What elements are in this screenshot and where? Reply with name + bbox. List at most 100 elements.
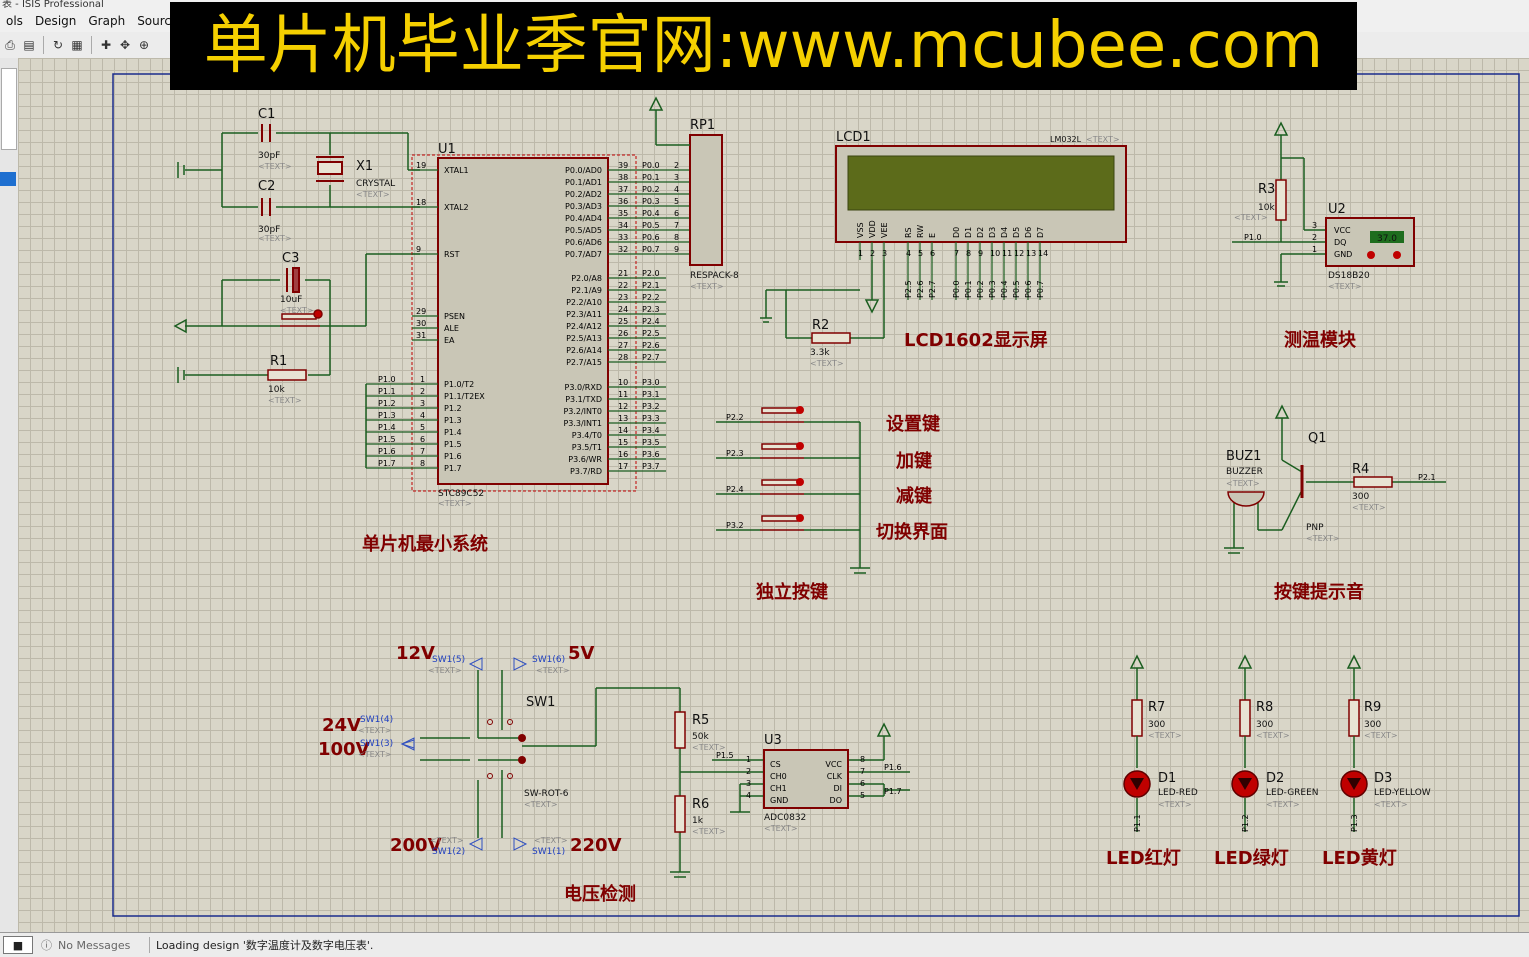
u1-p3-num-3: 13 [618, 414, 628, 423]
key-label-2: 加键 [895, 450, 932, 472]
u1-p0-7: P0.7/AD7 [565, 250, 602, 259]
rp1-value: RESPACK-8 [690, 271, 739, 281]
refresh-icon[interactable]: ↻ [52, 38, 64, 52]
u1-p0-num-5: 34 [618, 221, 628, 230]
toolbar-divider [43, 36, 44, 54]
r1-ref: R1 [270, 354, 287, 369]
resistor-r8[interactable] [1239, 699, 1251, 737]
rp1-ref: RP1 [690, 118, 715, 133]
print-icon[interactable]: ⎙ [5, 37, 15, 52]
u1-p2-2: P2.2/A10 [566, 298, 602, 307]
u1-chip[interactable] [437, 157, 609, 485]
resistor-r6[interactable] [674, 795, 686, 833]
resistor-r5[interactable] [674, 711, 686, 749]
net-p0-4: P0.4 [642, 209, 660, 218]
net-p3-7: P3.7 [642, 462, 660, 471]
u1-p1-3: P1.3 [444, 416, 462, 425]
lcd-pin-name-11: D5 [1012, 227, 1021, 238]
led-net-1: P1.2 [1241, 814, 1250, 832]
u1-p0-0: P0.0/AD0 [565, 166, 602, 175]
lcd-pin-num-2: 3 [882, 249, 887, 258]
adc0832[interactable] [763, 749, 849, 809]
ds18b20-pin-name-1: DQ [1334, 238, 1346, 247]
resistor-r7[interactable] [1131, 699, 1143, 737]
origin-icon[interactable]: ✚ [100, 38, 112, 52]
key-button-3[interactable] [760, 478, 804, 495]
ground-symbols [173, 162, 187, 383]
sw-label-4: SW1(2) [432, 847, 465, 857]
u1-value: STC89C52 [438, 489, 484, 499]
net-p2-7: P2.7 [642, 353, 660, 362]
u1-pin-name-left-5: EA [444, 336, 455, 345]
resistor-r9[interactable] [1348, 699, 1360, 737]
sw1-contacts[interactable] [487, 719, 527, 779]
overview-window[interactable] [1, 68, 17, 150]
text-placeholder-1: <TEXT> [258, 234, 292, 243]
menu-source[interactable]: Source [137, 14, 179, 28]
net-p3-0: P3.0 [642, 378, 660, 387]
u1-p2-num-6: 27 [618, 341, 628, 350]
stop-button[interactable]: ■ [3, 936, 33, 954]
lcd-pin-num-8: 9 [978, 249, 983, 258]
net-p0-5: P0.5 [642, 221, 660, 230]
u1-p3-num-2: 12 [618, 402, 628, 411]
text-placeholder-8: <TEXT> [692, 743, 726, 752]
text-placeholder-17: <TEXT> [524, 800, 558, 809]
grid-icon[interactable]: ▦ [71, 38, 83, 52]
u1-p3-7: P3.7/RD [570, 467, 602, 476]
text-placeholder-27: <TEXT> [358, 750, 392, 759]
lcd-pin-num-11: 12 [1014, 249, 1024, 258]
respack-rp1[interactable] [689, 134, 723, 266]
u1-p2-6: P2.6/A14 [566, 346, 602, 355]
u1-p2-num-7: 28 [618, 353, 628, 362]
lcd-pin-num-10: 11 [1002, 249, 1012, 258]
text-placeholder-29: <TEXT> [534, 836, 568, 845]
lcd-ctrl-net-0: P2.5 [904, 280, 913, 298]
menu-design[interactable]: Design [34, 14, 77, 28]
sw-label-1: SW1(6) [532, 655, 565, 665]
key-button-1[interactable] [760, 406, 804, 423]
text-placeholder-20: <TEXT> [1364, 731, 1398, 740]
temp-display [1370, 231, 1404, 243]
r4-value: 300 [1352, 492, 1369, 502]
key-button-4[interactable] [760, 514, 804, 531]
schematic-drawing: 37.0 [112, 73, 1520, 917]
lcd-section-title: LCD1602显示屏 [904, 330, 1048, 351]
text-placeholder-16: <TEXT> [1306, 534, 1340, 543]
pan-icon[interactable]: ✥ [119, 38, 131, 52]
c2-value: 30pF [258, 225, 280, 235]
lcd-pin-num-9: 10 [990, 249, 1000, 258]
adc-net-2: P1.7 [884, 787, 902, 796]
net-p0-0: P0.0 [642, 161, 660, 170]
resistor-r1[interactable] [267, 369, 307, 381]
resistor-r4[interactable] [1353, 476, 1393, 488]
key-button-2[interactable] [760, 442, 804, 459]
net-p0-3: P0.3 [642, 197, 660, 206]
text-placeholder-23: <TEXT> [1374, 800, 1408, 809]
text-placeholder-14: <TEXT> [1086, 135, 1120, 144]
reset-button[interactable] [280, 309, 323, 327]
resistor-r2[interactable] [811, 332, 851, 344]
cap-c2[interactable] [261, 198, 271, 216]
crystal-x1[interactable] [316, 156, 344, 182]
u1-p2-num-0: 21 [618, 269, 628, 278]
key-label-4: 切换界面 [876, 521, 948, 543]
cap-c3[interactable] [286, 267, 300, 293]
selected-mode-tab[interactable] [0, 172, 16, 186]
menu-graph[interactable]: Graph [88, 14, 126, 28]
u1-p3-num-0: 10 [618, 378, 628, 387]
page-icon[interactable]: ▤ [23, 38, 35, 52]
menu-tools[interactable]: ols [6, 14, 23, 28]
zoom-in-icon[interactable]: ⊕ [138, 38, 150, 52]
u1-p2-num-2: 23 [618, 293, 628, 302]
buzzer-buz1[interactable] [1227, 491, 1265, 507]
net-p1-5: P1.5 [378, 435, 396, 444]
resistor-r3[interactable] [1275, 179, 1287, 221]
lcd-pin-num-13: 14 [1038, 249, 1048, 258]
schematic-canvas[interactable]: 37.0 [18, 58, 1529, 932]
text-placeholder-28: <TEXT> [430, 836, 464, 845]
voltage-label-0: 12V [396, 643, 435, 664]
u3-ref: U3 [764, 733, 782, 748]
cap-c1[interactable] [261, 124, 271, 142]
